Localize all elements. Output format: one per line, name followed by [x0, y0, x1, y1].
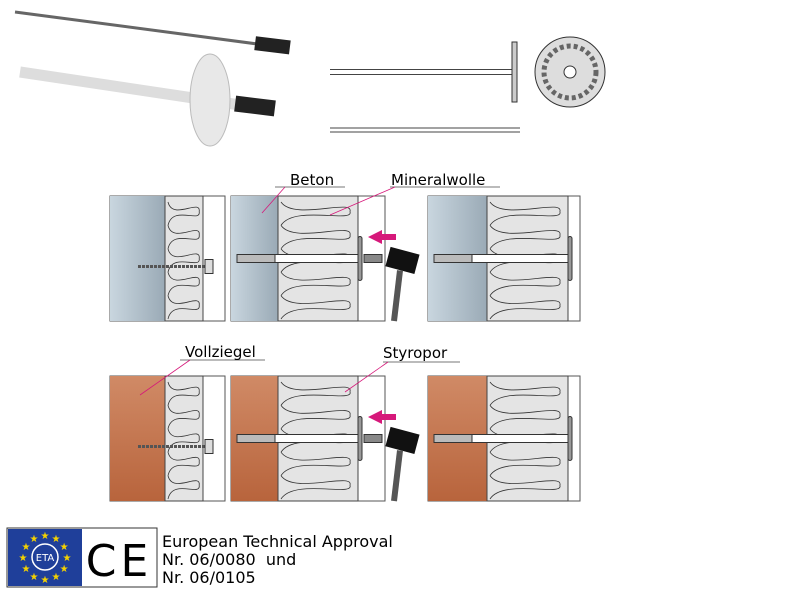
eta-star: ★ — [41, 531, 50, 542]
insulation-wave — [167, 201, 200, 320]
drill-chuck — [204, 259, 214, 274]
plate-center — [563, 65, 577, 79]
ce-mark: CE — [86, 536, 153, 587]
dowel-expansion-zone — [236, 434, 276, 443]
eta-star: ★ — [60, 564, 69, 575]
installation-step-2 — [230, 195, 420, 322]
direction-arrow — [368, 230, 396, 244]
hammer-head — [385, 426, 420, 454]
leader-pointer — [344, 361, 389, 393]
dowel-expansion-zone — [433, 254, 473, 263]
label-styropor: Styropor — [383, 344, 448, 362]
dowel-plate — [357, 416, 363, 461]
eta-star: ★ — [30, 534, 39, 545]
plate-pattern — [541, 43, 599, 101]
brick-wall — [110, 376, 165, 501]
insulation-wave — [167, 381, 200, 500]
approval-text: European Technical Approval Nr. 06/0080 … — [162, 533, 393, 587]
approval-number-2: Nr. 06/0105 — [162, 568, 256, 587]
dowel-plate-drawing — [511, 41, 518, 103]
nail-head — [363, 434, 383, 443]
dowel-expansion-zone — [236, 254, 276, 263]
nail-head — [363, 254, 383, 263]
dowel-plate — [357, 236, 363, 281]
dowel-nail-cap-photo — [234, 95, 276, 117]
eta-logo — [8, 529, 82, 586]
hammer-handle — [391, 450, 403, 502]
concrete-wall — [110, 196, 165, 321]
nail-photo — [14, 10, 266, 47]
leader-pointer — [261, 186, 286, 214]
product-images — [14, 10, 606, 147]
dowel-plate-photo — [189, 53, 231, 147]
installation-step-3 — [427, 195, 581, 322]
eta-star: ★ — [41, 575, 50, 586]
installation-step-3 — [427, 375, 581, 502]
drill-chuck — [204, 439, 214, 454]
approval-number-1: Nr. 06/0080 und — [162, 550, 297, 569]
leader-pointer — [329, 186, 396, 216]
eta-star: ★ — [60, 542, 69, 553]
eta-star: ★ — [19, 553, 28, 564]
label-mineralwolle: Mineralwolle — [391, 171, 486, 189]
hammer-handle — [391, 270, 403, 322]
eta-star: ★ — [21, 564, 30, 575]
insulation-layer — [164, 375, 204, 502]
eta-star: ★ — [21, 542, 30, 553]
approval-title: European Technical Approval — [162, 532, 393, 551]
eta-star: ★ — [52, 572, 61, 583]
nail-cap-photo — [254, 36, 291, 55]
label-vollziegel: Vollziegel — [185, 343, 256, 361]
installation-step-1 — [109, 375, 226, 502]
dowel-expansion-zone — [433, 434, 473, 443]
eta-star: ★ — [63, 553, 72, 564]
hammer-head — [385, 246, 420, 274]
eta-star: ★ — [30, 572, 39, 583]
installation-step-1 — [109, 195, 226, 322]
leader-pointer — [139, 359, 191, 396]
direction-arrow — [368, 410, 396, 424]
eta-ring — [31, 543, 59, 571]
label-beton: Beton — [290, 171, 335, 189]
dowel-plate — [567, 416, 573, 461]
insulation-layer — [164, 195, 204, 322]
eta-star: ★ — [52, 534, 61, 545]
installation-step-2 — [230, 375, 420, 502]
eta-logo-text: ETA — [36, 553, 55, 564]
dowel-plate — [567, 236, 573, 281]
